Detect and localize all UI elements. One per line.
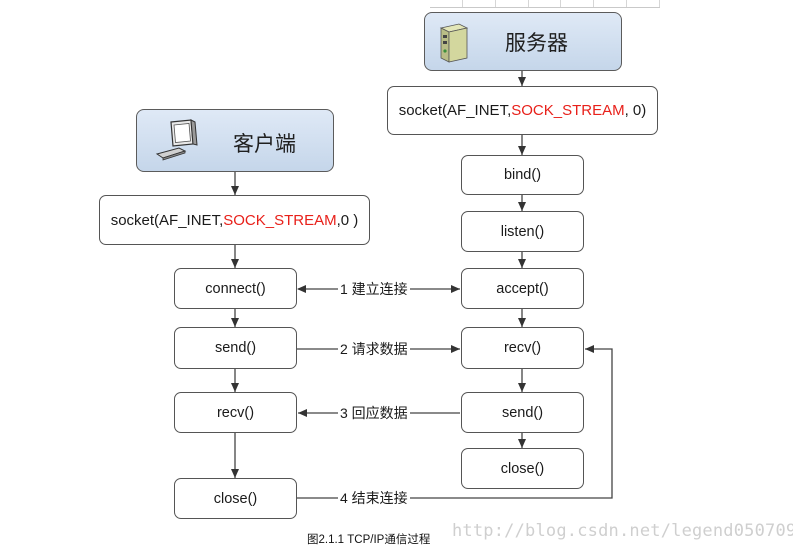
link-label-request: 2 请求数据 xyxy=(338,341,410,357)
client-connect-box: connect() xyxy=(174,268,297,309)
server-socket-type: SOCK_STREAM xyxy=(511,102,625,119)
watermark: http://blog.csdn.net/legend050709 xyxy=(452,521,793,541)
client-title: 客户端 xyxy=(233,133,296,156)
computer-icon xyxy=(155,118,203,164)
client-socket-suffix: ,0 ) xyxy=(336,211,359,229)
server-tower-icon xyxy=(437,22,469,64)
top-grid-strip xyxy=(430,0,661,8)
client-recv-box: recv() xyxy=(174,392,297,433)
server-socket-prefix: socket(AF_INET, xyxy=(398,102,512,119)
server-close-box: close() xyxy=(461,448,584,489)
client-socket-box: socket(AF_INET,SOCK_STREAM,0 ) xyxy=(99,195,370,245)
server-socket-suffix: , 0) xyxy=(624,102,647,119)
link-label-finish: 4 结束连接 xyxy=(338,490,410,506)
client-close-box: close() xyxy=(174,478,297,519)
client-socket-prefix: socket(AF_INET, xyxy=(110,211,224,229)
server-header: 服务器 xyxy=(424,12,622,71)
server-recv-box: recv() xyxy=(461,327,584,369)
link-label-connect: 1 建立连接 xyxy=(338,281,410,297)
server-socket-box: socket(AF_INET,SOCK_STREAM, 0) xyxy=(387,86,658,135)
server-listen-box: listen() xyxy=(461,211,584,252)
server-accept-box: accept() xyxy=(461,268,584,309)
link-label-reply: 3 回应数据 xyxy=(338,405,410,421)
server-bind-box: bind() xyxy=(461,155,584,195)
client-header: 客户端 xyxy=(136,109,334,172)
server-send-box: send() xyxy=(461,392,584,433)
client-socket-type: SOCK_STREAM xyxy=(223,211,337,229)
link-close-recv xyxy=(297,345,613,499)
server-title: 服务器 xyxy=(505,32,568,55)
figure-caption: 图2.1.1 TCP/IP通信过程 xyxy=(307,534,431,546)
client-send-box: send() xyxy=(174,327,297,369)
